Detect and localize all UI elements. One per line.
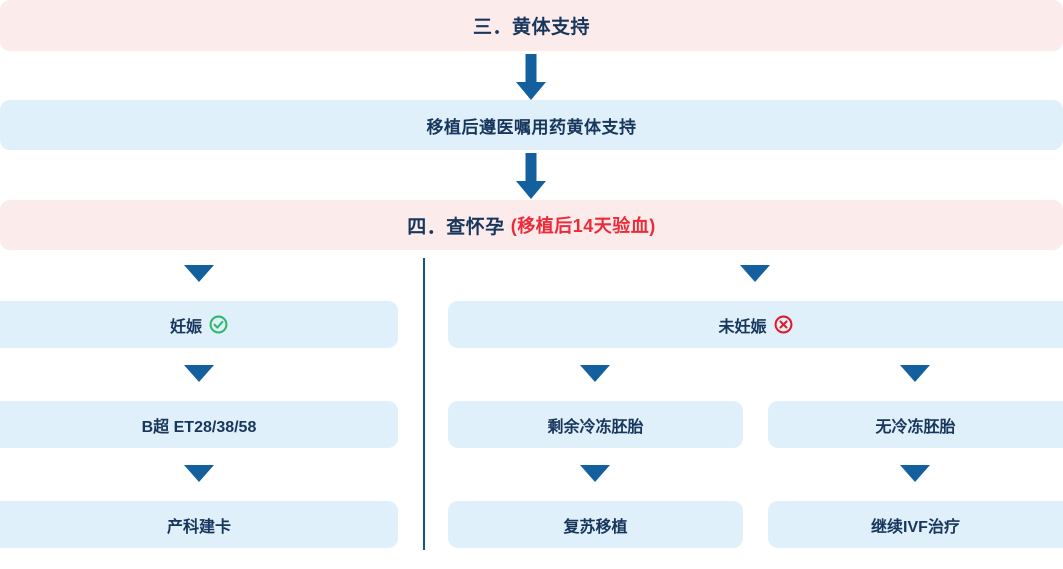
circle-check-icon (209, 315, 228, 334)
node-luteal-support-label: 移植后遵医嘱用药黄体支持 (426, 117, 637, 137)
node-continue-ivf[interactable]: 继续IVF治疗 (768, 501, 1063, 548)
node-not-pregnant[interactable]: 未妊娠 (448, 301, 1063, 348)
triangle-down-icon-pregnant (184, 265, 214, 282)
section-heading-luteal-support-label: 三．黄体支持 (472, 17, 590, 38)
triangle-down-icon-ultrasound (184, 365, 214, 382)
arrow-shaft (525, 153, 537, 183)
arrow-shaft (525, 54, 537, 84)
node-continue-ivf-label: 继续IVF治疗 (871, 518, 960, 536)
triangle-down-icon-frozen-embryos (580, 365, 610, 382)
node-thaw-transfer-label: 复苏移植 (563, 518, 628, 536)
node-obstetric-record[interactable]: 产科建卡 (0, 501, 398, 548)
node-not-pregnant-label: 未妊娠 (718, 318, 767, 336)
triangle-down-icon-obstetric-record (184, 465, 214, 482)
triangle-down-icon-continue-ivf (900, 465, 930, 482)
node-ultrasound-label: B超 ET28/38/58 (141, 418, 257, 436)
node-luteal-support[interactable]: 移植后遵医嘱用药黄体支持 (0, 100, 1063, 150)
triangle-down-icon-no-frozen-embryos (900, 365, 930, 382)
node-obstetric-record-label: 产科建卡 (166, 518, 231, 536)
node-ultrasound[interactable]: B超 ET28/38/58 (0, 401, 398, 448)
arrow-down-icon-2 (511, 153, 551, 199)
triangle-down-icon-thaw-transfer (580, 465, 610, 482)
arrow-head (516, 181, 546, 199)
node-frozen-embryos-left-label: 剩余冷冻胚胎 (547, 418, 644, 436)
node-pregnant[interactable]: 妊娠 (0, 301, 398, 348)
section-heading-pregnancy-test: 四．查怀孕 (移植后14天验血) (0, 200, 1063, 250)
node-frozen-embryos-left[interactable]: 剩余冷冻胚胎 (448, 401, 743, 448)
node-no-frozen-embryos-label: 无冷冻胚胎 (875, 418, 956, 436)
triangle-down-icon-not-pregnant (740, 265, 770, 282)
section-heading-pregnancy-test-label: 四．查怀孕 (407, 216, 505, 238)
arrow-head (516, 82, 546, 100)
circle-x-icon (774, 315, 793, 334)
branch-divider (423, 258, 425, 550)
node-pregnant-label: 妊娠 (169, 318, 202, 336)
section-heading-pregnancy-test-note: (移植后14天验血) (510, 216, 656, 236)
section-heading-luteal-support: 三．黄体支持 (0, 0, 1063, 51)
node-thaw-transfer[interactable]: 复苏移植 (448, 501, 743, 548)
arrow-down-icon-1 (511, 54, 551, 100)
node-no-frozen-embryos[interactable]: 无冷冻胚胎 (768, 401, 1063, 448)
